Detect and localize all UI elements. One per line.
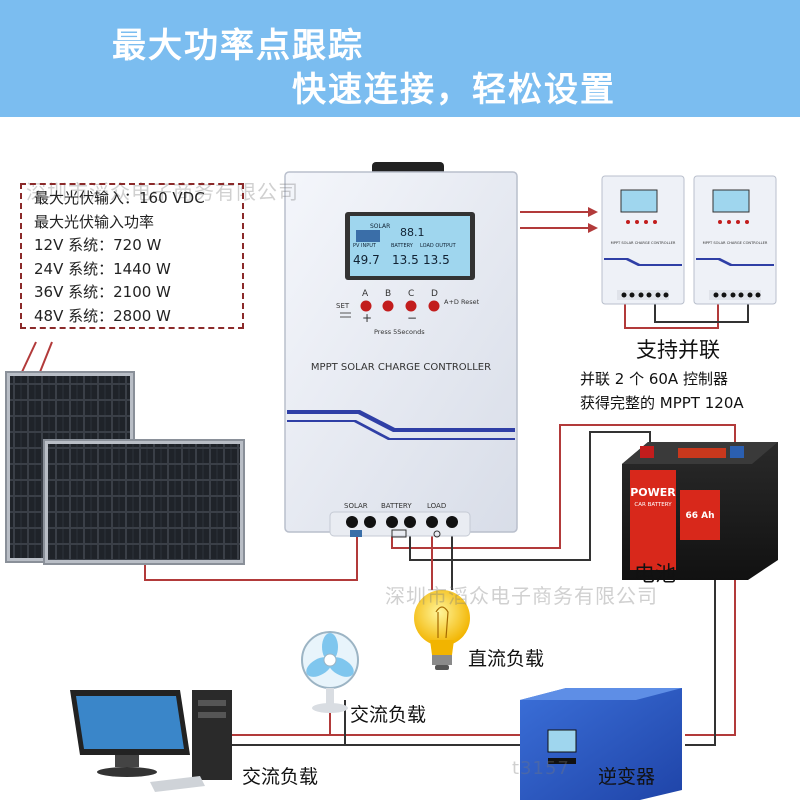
button-c[interactable]	[405, 300, 417, 312]
button-letter-c: C	[408, 289, 414, 299]
terminal-solar-label: SOLAR	[344, 502, 368, 510]
button-b[interactable]	[382, 300, 394, 312]
ac-load-fan-caption: 交流负载	[350, 704, 427, 726]
fan-icon	[301, 631, 359, 713]
banner-title: 最大功率点跟踪	[112, 26, 364, 66]
controller-title: MPPT SOLAR CHARGE CONTROLLER	[311, 362, 491, 373]
lcd-battery-top-value: 88.1	[400, 226, 425, 239]
watermark-corner: t3157	[512, 758, 570, 779]
parallel-desc-1: 并联 2 个 60A 控制器	[580, 370, 728, 388]
button-d[interactable]	[428, 300, 440, 312]
press-hint: Press 5Seconds	[374, 328, 425, 336]
dc-load-caption: 直流负载	[468, 648, 545, 670]
car-battery: POWER CAR BATTERY 66 Ah	[622, 442, 778, 580]
lcd-battery-label: BATTERY	[391, 243, 414, 249]
parallel-controller-2: MPPT SOLAR CHARGE CONTROLLER	[693, 175, 777, 305]
terminal-load-icon	[433, 530, 441, 538]
button-letter-a: A	[362, 289, 369, 299]
button-plus-symbol: +	[362, 311, 372, 325]
spec-box: 最大光伏输入：160 VDC 最大光伏输入功率 12V 系统：720 W 24V…	[20, 183, 244, 329]
spec-line: 24V 系统：1440 W	[34, 259, 171, 278]
spec-line: 最大光伏输入：160 VDC	[34, 189, 205, 207]
spec-line: 12V 系统：720 W	[34, 236, 162, 254]
desktop-computer-icon	[70, 690, 232, 792]
terminal-battery-icon	[391, 529, 407, 538]
battery-brand-sub: CAR BATTERY	[634, 502, 672, 508]
small-controller-1-title: MPPT SOLAR CHARGE CONTROLLER	[611, 241, 676, 245]
lcd-screen	[350, 216, 470, 276]
lcd-load-output-value: 13.5	[423, 253, 450, 267]
terminal-battery-label: BATTERY	[381, 502, 412, 510]
spec-line: 36V 系统：2100 W	[34, 283, 171, 301]
battery-capacity: 66 Ah	[685, 511, 714, 521]
button-letter-d: D	[431, 289, 438, 299]
button-letter-b: B	[385, 289, 391, 299]
reset-hint: A+D Reset	[444, 298, 480, 306]
terminal-load-label: LOAD	[427, 502, 446, 510]
terminal-load-positive	[426, 516, 438, 528]
watermark-bottom: 深圳市滔众电子商务有限公司	[385, 584, 658, 608]
terminal-load-negative	[446, 516, 458, 528]
lcd-battery-value: 13.5	[392, 253, 419, 267]
lcd-pv-input-label: PV INPUT	[353, 243, 377, 249]
light-bulb-icon	[414, 590, 470, 670]
ac-load-pc-caption: 交流负载	[242, 766, 319, 788]
banner-subtitle: 快速连接，轻松设置	[292, 70, 616, 110]
spec-line: 最大光伏输入功率	[34, 212, 155, 231]
terminal-solar-negative	[364, 516, 376, 528]
parallel-desc-2: 获得完整的 MPPT 120A	[580, 394, 744, 412]
lcd-panel-icon	[356, 230, 380, 242]
battery-negative-terminal	[730, 446, 744, 458]
header-banner	[0, 0, 800, 117]
button-minus-symbol: −	[407, 311, 417, 325]
button-set-label: SET	[336, 302, 350, 310]
wiring	[21, 207, 749, 746]
terminal-solar-positive	[346, 516, 358, 528]
lcd-pv-input-value: 49.7	[353, 253, 380, 267]
parallel-controller-1: MPPT SOLAR CHARGE CONTROLLER	[601, 175, 685, 305]
solar-panel-front	[43, 439, 245, 565]
controller-stripe	[287, 410, 515, 432]
small-controller-2-title: MPPT SOLAR CHARGE CONTROLLER	[703, 241, 768, 245]
spec-line: 48V 系统：2800 W	[34, 306, 171, 325]
parallel-title: 支持并联	[636, 338, 720, 362]
button-a[interactable]	[360, 300, 372, 312]
battery-caption: 电池	[634, 562, 676, 586]
battery-positive-terminal	[640, 446, 654, 458]
terminal-battery-negative	[404, 516, 416, 528]
battery-brand: POWER	[630, 486, 676, 499]
main-charge-controller: SOLAR 88.1 PV INPUT BATTERY LOAD OUTPUT …	[284, 162, 518, 538]
lcd-load-output-label: LOAD OUTPUT	[420, 243, 457, 249]
lcd-solar-label: SOLAR	[370, 223, 390, 230]
inverter-caption: 逆变器	[598, 766, 656, 788]
inverter-icon	[520, 688, 682, 800]
terminal-solar-icon	[350, 530, 362, 537]
terminal-battery-positive	[386, 516, 398, 528]
